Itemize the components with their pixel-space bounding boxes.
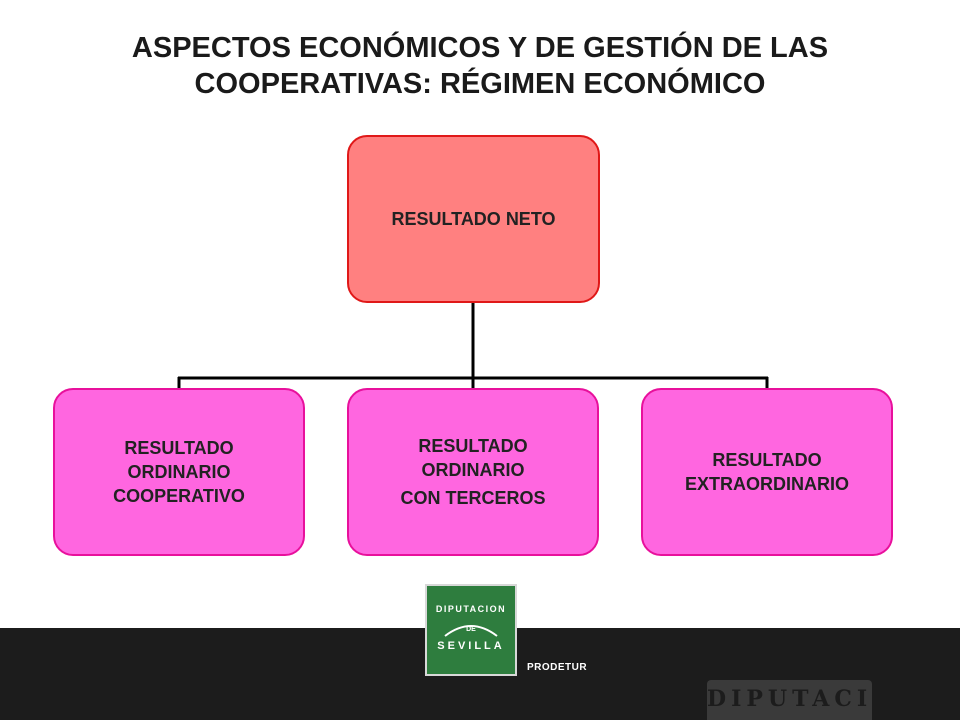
logo-line-3: SEVILLA xyxy=(437,640,505,652)
node-label-line: RESULTADO xyxy=(124,438,234,458)
logo-line-2: DE xyxy=(466,626,476,633)
diputacion-watermark: DIPUTACION xyxy=(707,680,872,720)
node-resultado-neto: RESULTADO NETO xyxy=(347,135,600,303)
title-line-1: ASPECTOS ECONÓMICOS Y DE GESTIÓN DE LAS xyxy=(131,32,829,64)
title-line-2: COOPERATIVAS: RÉGIMEN ECONÓMICO xyxy=(194,68,766,100)
brand-prodetur: PRODETUR xyxy=(527,662,588,673)
node-label-line: ORDINARIO xyxy=(421,460,525,480)
node-resultado-ordinario-terceros: RESULTADO ORDINARIO CON TERCEROS xyxy=(347,388,599,556)
page-title: ASPECTOS ECONÓMICOS Y DE GESTIÓN DE LAS … xyxy=(60,30,900,102)
node-label-line: ORDINARIO xyxy=(127,462,231,482)
node-resultado-ordinario-cooperativo: RESULTADO ORDINARIO COOPERATIVO xyxy=(53,388,305,556)
node-resultado-neto-label: RESULTADO NETO xyxy=(391,209,556,229)
logo-arc-icon xyxy=(444,625,498,637)
node-label-line: EXTRAORDINARIO xyxy=(684,474,849,494)
node-label-line: RESULTADO xyxy=(418,436,528,456)
node-label-line: RESULTADO xyxy=(712,450,822,470)
diputacion-sevilla-logo: DIPUTACION DE SEVILLA xyxy=(425,584,517,676)
logo-line-1: DIPUTACION xyxy=(435,604,507,614)
node-label-line: COOPERATIVO xyxy=(113,486,245,506)
watermark-text: DIPUTACION xyxy=(707,686,872,712)
node-label-line: CON TERCEROS xyxy=(400,488,546,508)
node-resultado-extraordinario: RESULTADO EXTRAORDINARIO xyxy=(641,388,893,556)
